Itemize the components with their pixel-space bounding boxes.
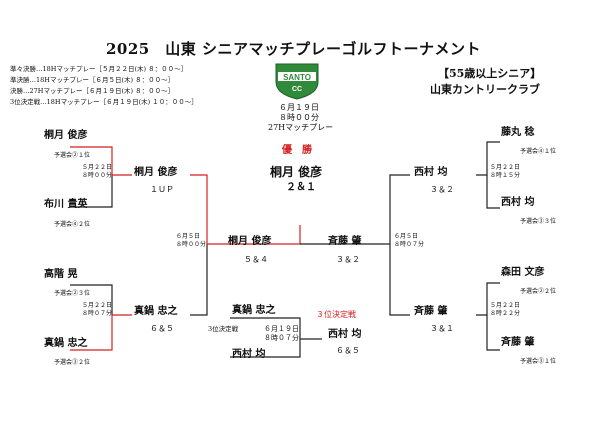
right-qf2-winner: 斉藤 肇	[414, 306, 448, 317]
left-player-4: 真鍋 忠之	[44, 338, 88, 349]
third-time: ８時０７分	[264, 334, 299, 342]
final-date: ６月１９日	[279, 103, 319, 112]
left-qf1-date: ５月２２日	[82, 164, 113, 171]
left-sf-time: ８時００分	[176, 241, 207, 248]
right-player-2-seed: 予選会③３位	[520, 218, 557, 225]
left-player-3: 高階 晃	[44, 269, 78, 280]
right-player-1: 藤丸 稔	[501, 127, 535, 138]
left-qf2-date: ５月２２日	[82, 302, 113, 309]
third-title: 3位決定戦	[208, 325, 239, 333]
left-player-4-seed: 予選会③２位	[54, 359, 91, 366]
left-qf2-score: ６＆５	[150, 324, 174, 333]
schedule-line-1: 準々決勝…18Hマッチプレー［５月２２日(木) ８：００～］	[10, 65, 188, 73]
right-player-4-seed: 予選会③１位	[520, 358, 557, 365]
santo-cc-logo: SANTO CC	[272, 60, 322, 100]
right-qf1-winner: 西村 均	[414, 167, 448, 178]
left-player-1-seed: 予選会②１位	[54, 152, 91, 159]
schedule-line-3: 決勝…27Hマッチプレー［６月１９日(木) ８：００～］	[10, 87, 175, 95]
left-sf-score: ５＆４	[244, 255, 268, 264]
right-sf-date: ６月５日	[394, 233, 419, 240]
final-time: ８時００分	[279, 113, 319, 122]
right-qf2-time: ８時２２分	[490, 310, 521, 317]
left-qf2-time: ８時０７分	[82, 310, 113, 317]
final-format: 27Hマッチプレー	[268, 123, 334, 132]
left-player-2-seed: 予選会④２位	[54, 221, 91, 228]
left-qf1-score: １ＵＰ	[150, 185, 174, 194]
left-player-1: 桐月 俊彦	[44, 130, 88, 141]
final-score: ２＆１	[286, 182, 316, 193]
logo-sub-text: CC	[292, 86, 302, 93]
left-player-3-seed: 予選会②３位	[54, 290, 91, 297]
right-qf2-date: ５月２２日	[490, 302, 521, 309]
right-sf-score: ３＆２	[336, 255, 360, 264]
left-qf1-time: ８時００分	[82, 172, 113, 179]
right-sf-winner: 斉藤 肇	[328, 236, 362, 247]
third-label: ３位決定戦	[316, 310, 356, 319]
right-player-1-seed: 予選会④１位	[520, 148, 557, 155]
left-qf2-winner: 真鍋 忠之	[134, 306, 178, 317]
right-qf2-score: ３＆１	[430, 324, 454, 333]
third-player-top: 真鍋 忠之	[232, 305, 276, 316]
right-qf1-time: ８時１５分	[490, 172, 521, 179]
champion-name: 桐月 俊彦	[270, 165, 323, 179]
right-player-4: 斉藤 肇	[501, 337, 535, 348]
club-name: 山東カントリークラブ	[430, 83, 540, 96]
right-qf1-date: ５月２２日	[490, 164, 521, 171]
left-player-2: 布川 貴英	[44, 199, 88, 210]
page-title: 2025 山東 シニアマッチプレーゴルフトーナメント	[106, 40, 481, 58]
right-player-2: 西村 均	[501, 197, 535, 208]
third-date: ６月１９日	[264, 325, 299, 333]
third-winner: 西村 均	[328, 329, 362, 340]
left-sf-date: ６月５日	[176, 233, 201, 240]
right-qf1-score: ３＆２	[430, 185, 454, 194]
logo-text: SANTO	[283, 73, 311, 82]
right-sf-time: ８時０７分	[394, 241, 425, 248]
right-player-3: 森田 文彦	[501, 267, 545, 278]
schedule-line-2: 準決勝…18Hマッチプレー［６月５日(木) ８：００～］	[10, 76, 175, 84]
champion-label: 優 勝	[282, 145, 312, 156]
left-qf1-winner: 桐月 俊彦	[134, 167, 178, 178]
third-player-bottom: 西村 均	[232, 349, 266, 360]
category-label: 【55歳以上シニア】	[438, 67, 542, 80]
left-sf-winner: 桐月 俊彦	[228, 236, 272, 247]
schedule-line-4: 3位決定戦…18Hマッチプレー［６月１９日(木) １０：００～］	[10, 98, 198, 106]
right-player-3-seed: 予選会②２位	[520, 288, 557, 295]
third-score: ６＆５	[336, 346, 360, 355]
